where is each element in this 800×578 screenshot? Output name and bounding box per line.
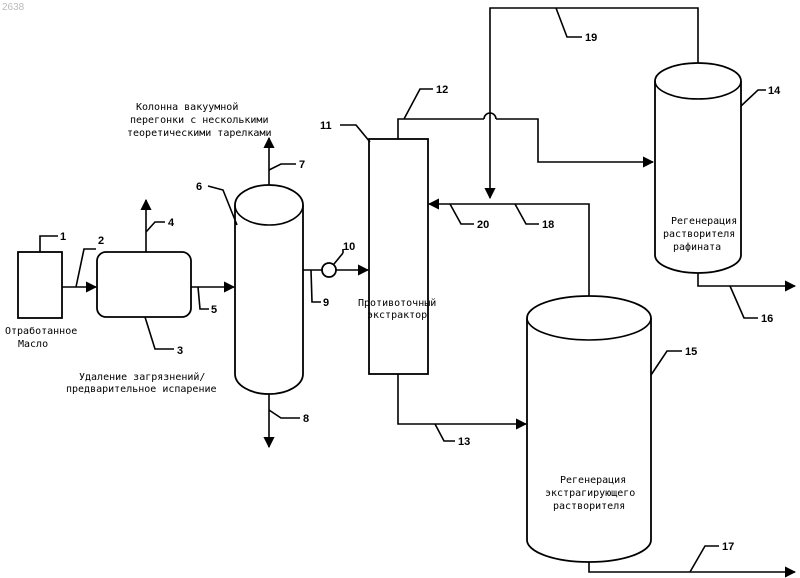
- ref-20: 20: [477, 219, 489, 231]
- extract-label-line3: растворителя: [553, 501, 625, 512]
- ref-7: 7: [299, 159, 305, 171]
- leader-9: [311, 270, 321, 302]
- extractor-label-line1: Противоточный: [358, 297, 436, 309]
- ref-4: 4: [168, 217, 175, 229]
- leader-14: [741, 90, 766, 106]
- ref-5: 5: [211, 304, 217, 316]
- ref-17: 17: [722, 541, 734, 553]
- leader-16: [730, 286, 758, 318]
- column-label-line1: Колонна вакуумной: [136, 101, 238, 113]
- stream-16-line: [698, 273, 795, 286]
- leader-4: [146, 222, 165, 232]
- ref-14: 14: [768, 85, 781, 97]
- leader-7: [269, 164, 296, 170]
- column-label-line3: теоретическими тарелками: [127, 128, 272, 139]
- waste-oil-container: [18, 252, 62, 318]
- leader-18: [515, 204, 539, 224]
- leader-13: [435, 424, 455, 441]
- leader-12: [404, 89, 433, 119]
- ref-1: 1: [60, 231, 66, 243]
- heater-10-tick: [334, 253, 343, 264]
- pretreatment-label-line2: предварительное испарение: [66, 384, 217, 395]
- ref-11: 11: [320, 120, 332, 132]
- extract-label-line2: экстрагирующего: [545, 488, 635, 499]
- raffinate-label-line2: растворителя: [663, 229, 735, 240]
- stream-18-line: [429, 204, 589, 296]
- waste-oil-label-line1: Отработанное: [5, 325, 77, 337]
- extract-solvent-regeneration: [527, 296, 651, 562]
- ref-16: 16: [761, 313, 773, 325]
- leader-20: [450, 204, 474, 224]
- leader-3: [145, 317, 174, 349]
- ref-19: 19: [585, 32, 597, 44]
- stream-12-line-a: [398, 119, 484, 139]
- ref-6: 6: [196, 181, 202, 193]
- extractor-label-line2: экстрактор: [367, 310, 427, 321]
- ref-9: 9: [323, 297, 329, 309]
- leader-1: [40, 236, 58, 252]
- ref-2: 2: [98, 235, 104, 247]
- stream-12-line-b: [496, 119, 653, 162]
- pretreatment-unit: [97, 252, 191, 317]
- pretreatment-label-line1: Удаление загрязнений/: [79, 371, 205, 383]
- leader-19: [556, 8, 582, 37]
- leader-2: [76, 249, 96, 287]
- leader-11: [340, 125, 370, 142]
- ref-3: 3: [177, 345, 183, 357]
- vacuum-distillation-column: [235, 185, 303, 394]
- waste-oil-label-line2: Масло: [18, 339, 48, 350]
- countercurrent-extractor: [369, 139, 428, 374]
- raffinate-label-line1: Регенерация: [671, 216, 737, 227]
- leader-8: [269, 410, 300, 418]
- leader-15: [651, 351, 682, 375]
- ref-12: 12: [436, 84, 448, 96]
- watermark: 2638: [2, 2, 25, 13]
- ref-10: 10: [343, 241, 355, 253]
- ref-8: 8: [303, 413, 309, 425]
- raffinate-label-line3: рафината: [673, 241, 721, 253]
- heater-10: [322, 263, 336, 277]
- leader-5: [198, 287, 209, 309]
- leader-6: [208, 186, 237, 225]
- stream-13-line: [398, 374, 526, 424]
- ref-15: 15: [685, 346, 697, 358]
- extract-label-line1: Регенерация: [560, 475, 626, 486]
- leader-17: [690, 546, 719, 572]
- ref-13: 13: [458, 436, 470, 448]
- ref-18: 18: [542, 219, 554, 231]
- column-label-line2: перегонки с несколькими: [130, 115, 268, 126]
